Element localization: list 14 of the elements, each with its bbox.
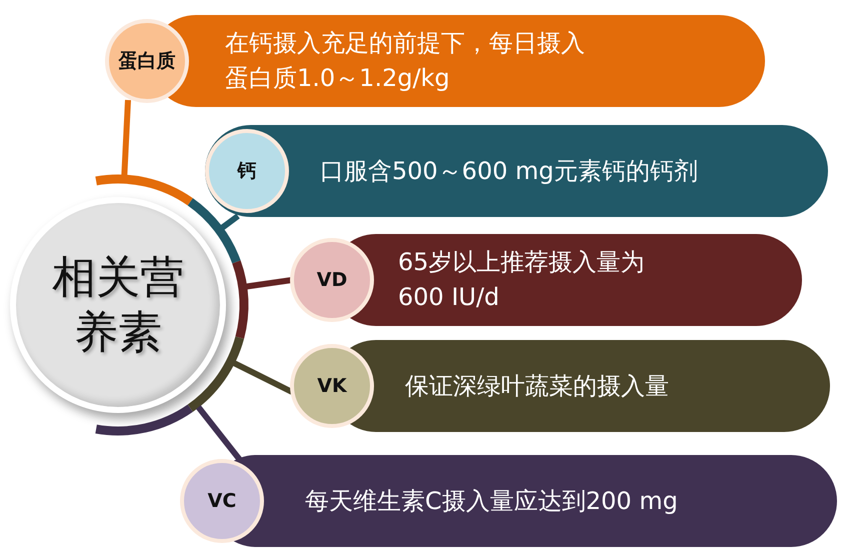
connector-line xyxy=(196,405,242,462)
topic-description: 保证深绿叶蔬菜的摄入量 xyxy=(405,370,669,402)
topic-badge: VD xyxy=(290,238,374,322)
topic-badge: VC xyxy=(180,459,264,543)
topic-description: 65岁以上推荐摄入量为600 IU/d xyxy=(398,247,646,313)
topic-badge: VK xyxy=(290,344,374,428)
topic-badge: 蛋白质 xyxy=(105,19,189,103)
topic-description: 在钙摄入充足的前提下，每日摄入蛋白质1.0～1.2g/kg xyxy=(225,28,586,94)
hub-title: 相关营养素 xyxy=(51,251,185,360)
connector-line xyxy=(220,214,240,230)
connector-line xyxy=(121,100,131,176)
connector-line xyxy=(246,277,292,290)
topic-description: 口服含500～600 mg元素钙的钙剂 xyxy=(320,156,698,187)
topic-description: 每天维生素C摄入量应达到200 mg xyxy=(305,486,678,517)
